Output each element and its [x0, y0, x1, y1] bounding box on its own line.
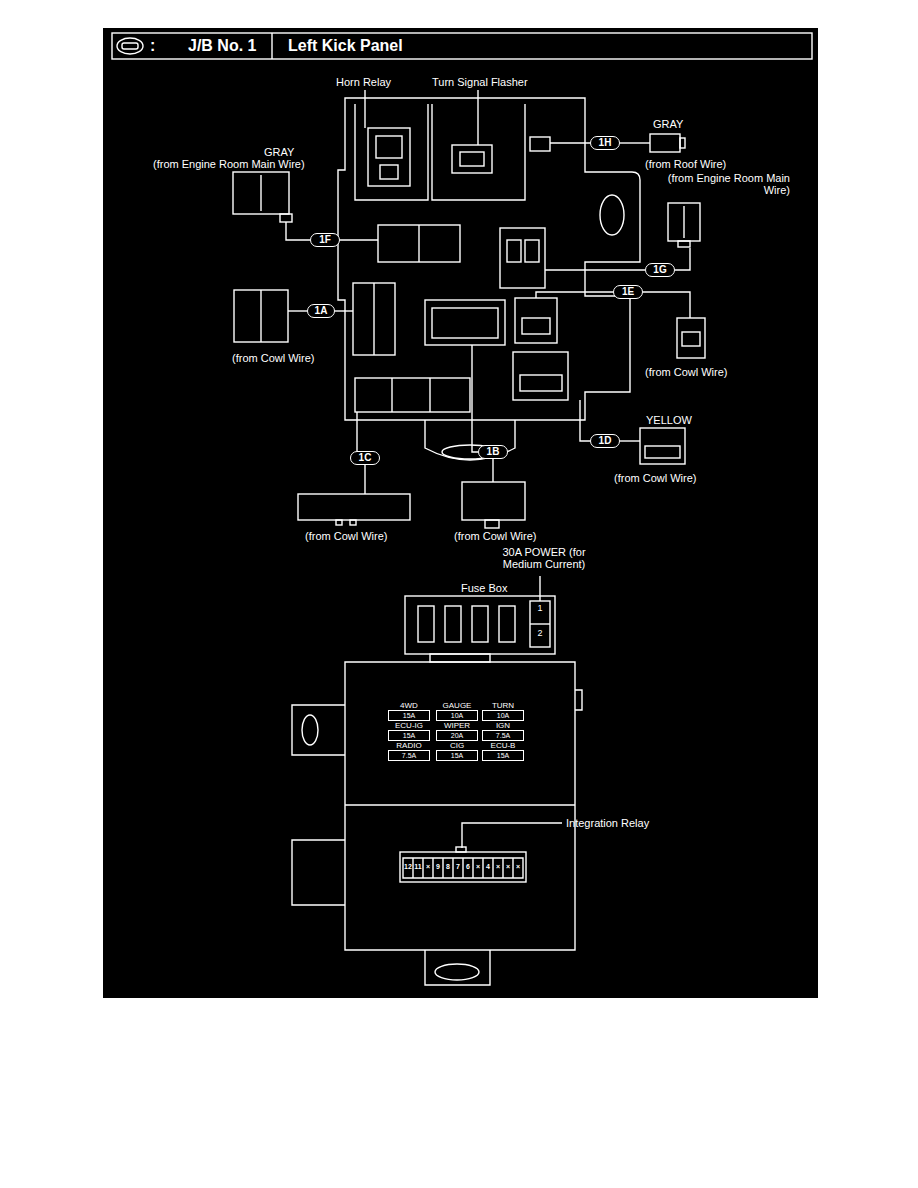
fuse-slot: IGN7.5A	[482, 721, 524, 741]
fuse-rating: 20A	[436, 730, 478, 741]
fuse-name: CIG	[436, 741, 478, 750]
fuse-rating: 15A	[436, 750, 478, 761]
fuse-slot: 4WD15A	[388, 701, 430, 721]
fuse-rating: 10A	[436, 710, 478, 721]
connector-code: 1D	[599, 435, 612, 446]
connector-code: 1H	[599, 137, 612, 148]
fuse-name: ECU-IG	[388, 721, 430, 730]
title-text: J/B No. 1	[188, 37, 256, 55]
callout-number: 1B	[478, 445, 508, 459]
pin-number: ×	[473, 863, 483, 871]
fuse-rating: 15A	[482, 750, 524, 761]
pin-number: ×	[493, 863, 503, 871]
callout-number: 1E	[613, 285, 643, 299]
pin-number: 12	[403, 863, 413, 871]
connector-code: 1C	[359, 452, 372, 463]
part-label: (from Cowl Wire)	[305, 530, 388, 542]
fuse-name: 4WD	[388, 701, 430, 710]
fuse-rating: 15A	[388, 710, 430, 721]
connector-code: 1F	[319, 234, 331, 245]
fuse-slot: WIPER20A	[436, 721, 478, 741]
part-label: (from Engine Room Main Wire)	[655, 172, 790, 196]
part-label: (from Cowl Wire)	[645, 366, 728, 378]
part-label: GRAY	[264, 146, 294, 158]
part-label: 30A POWER (for Medium Current)	[488, 546, 600, 570]
fuse-slot: RADIO7.5A	[388, 741, 430, 761]
fuse-rating: 10A	[482, 710, 524, 721]
part-label: YELLOW	[646, 414, 692, 426]
fuse-name: RADIO	[388, 741, 430, 750]
connector-code: 1B	[487, 446, 500, 457]
part-label: (from Cowl Wire)	[232, 352, 315, 364]
pin-number: ×	[503, 863, 513, 871]
part-label: Horn Relay	[336, 76, 391, 88]
pin-number: 7	[453, 863, 463, 871]
part-label: (from Cowl Wire)	[454, 530, 537, 542]
fuse-slot: TURN10A	[482, 701, 524, 721]
pin-number: 9	[433, 863, 443, 871]
part-label: Turn Signal Flasher	[432, 76, 528, 88]
fuse-name: ECU-B	[482, 741, 524, 750]
fuse-name: GAUGE	[436, 701, 478, 710]
callout-number: 1F	[310, 233, 340, 247]
fuse-slot: ECU-B15A	[482, 741, 524, 761]
pin-number: 4	[483, 863, 493, 871]
callout-number: 1C	[350, 451, 380, 465]
callout-number: 1A	[307, 304, 335, 318]
fuse-name: WIPER	[436, 721, 478, 730]
fuse-name: IGN	[482, 721, 524, 730]
fuse-rating: 15A	[388, 730, 430, 741]
callout-number: 1D	[590, 434, 620, 448]
pin-number: 11	[413, 863, 423, 871]
part-label: Left Kick Panel	[288, 37, 403, 55]
pin-number: ×	[513, 863, 523, 871]
callout-number: 1H	[590, 136, 620, 150]
part-label: 1	[534, 604, 546, 614]
part-label: Integration Relay	[566, 817, 649, 829]
part-label: Fuse Box	[461, 582, 507, 594]
part-label: GRAY	[653, 118, 683, 130]
connector-code: 1G	[653, 264, 666, 275]
fuse-slot: CIG15A	[436, 741, 478, 761]
callout-number: 1G	[645, 263, 675, 277]
part-label: (from Engine Room Main Wire)	[153, 158, 305, 170]
part-label: 2	[534, 629, 546, 639]
connector-code: 1A	[315, 305, 328, 316]
fuse-name: TURN	[482, 701, 524, 710]
part-label: (from Roof Wire)	[645, 158, 726, 170]
pin-number: 8	[443, 863, 453, 871]
title-separator: :	[150, 37, 155, 55]
part-label: (from Cowl Wire)	[614, 472, 697, 484]
pin-number: ×	[423, 863, 433, 871]
fuse-slot: GAUGE10A	[436, 701, 478, 721]
connector-code: 1E	[622, 286, 634, 297]
fuse-rating: 7.5A	[388, 750, 430, 761]
fuse-slot: ECU-IG15A	[388, 721, 430, 741]
pin-number: 6	[463, 863, 473, 871]
fuse-rating: 7.5A	[482, 730, 524, 741]
